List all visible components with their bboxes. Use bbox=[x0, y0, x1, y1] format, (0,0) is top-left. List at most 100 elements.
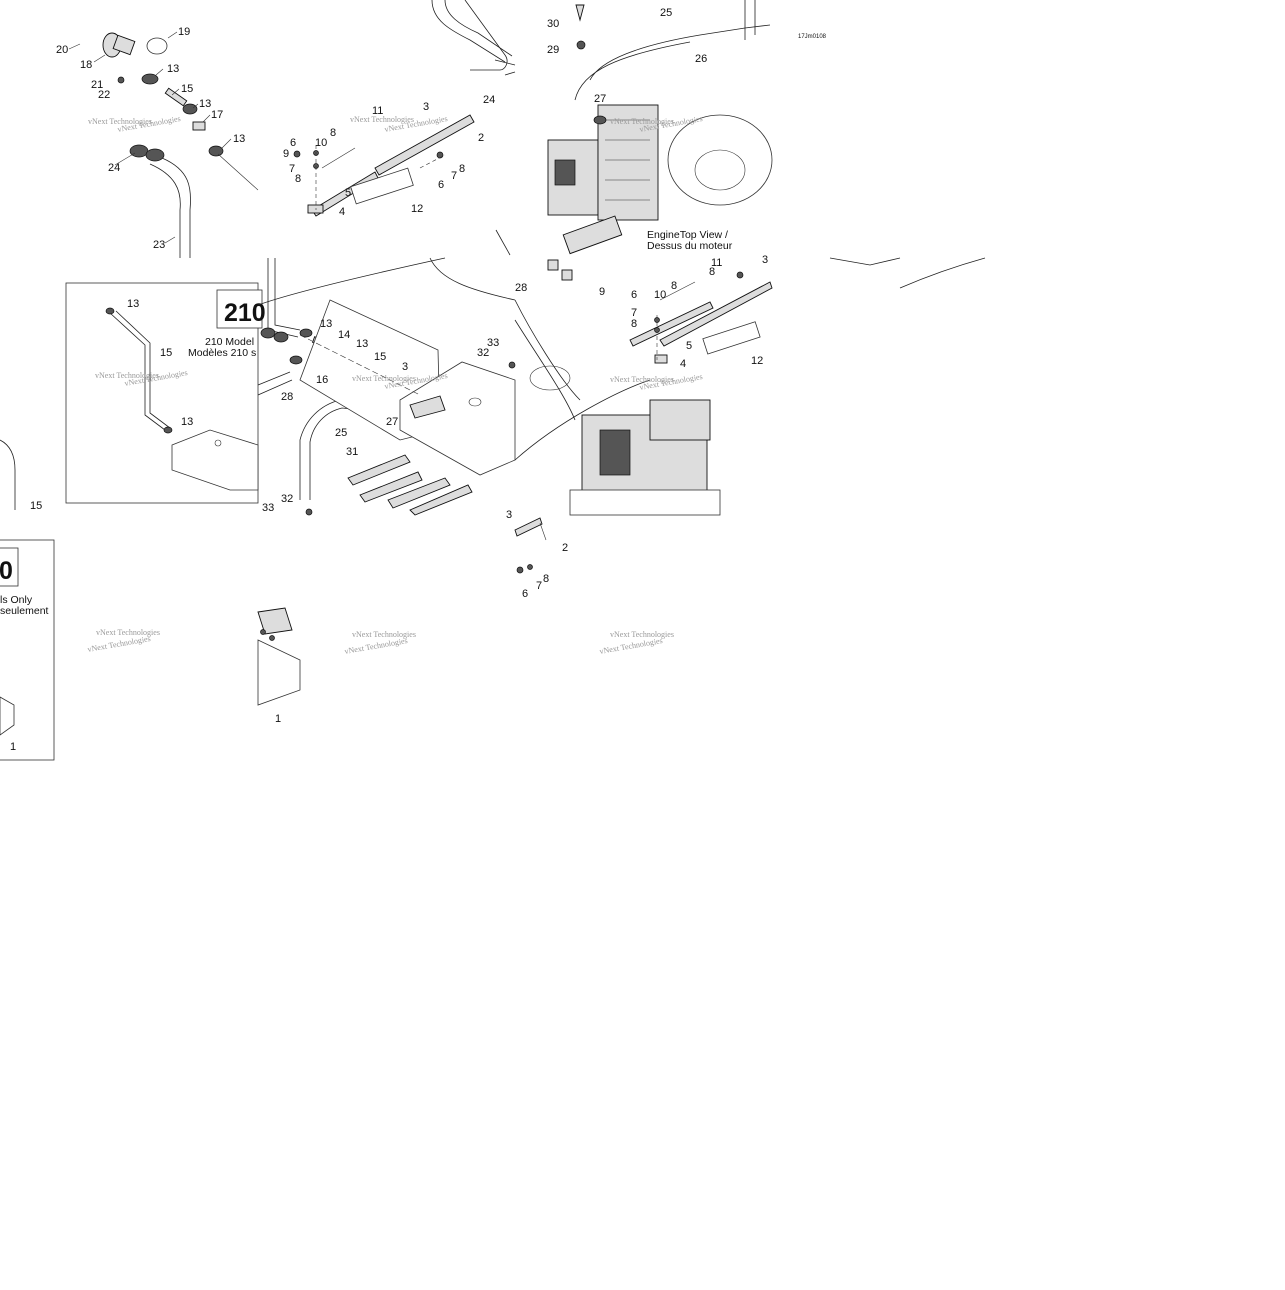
callout-7: 7 bbox=[536, 580, 542, 592]
nut bbox=[516, 566, 524, 574]
screw bbox=[260, 629, 266, 635]
callout-19: 19 bbox=[178, 26, 190, 38]
callout-16: 16 bbox=[316, 374, 328, 386]
tank-outline bbox=[495, 229, 511, 256]
bracket bbox=[539, 522, 547, 541]
callout-22: 22 bbox=[98, 89, 110, 101]
callout-13: 13 bbox=[167, 63, 179, 75]
callout-21: 21 bbox=[91, 79, 103, 91]
inset-caption-line-1: ls Only bbox=[0, 594, 33, 606]
watermark: vNext Technologies bbox=[610, 375, 674, 384]
hose bbox=[257, 371, 293, 396]
push-rivet bbox=[576, 40, 586, 50]
filler-neck bbox=[112, 34, 136, 56]
callout-13: 13 bbox=[233, 133, 245, 145]
clamp bbox=[299, 328, 313, 338]
engine-caption-line-2: Dessus du moteur bbox=[647, 240, 733, 252]
callout-13: 13 bbox=[199, 98, 211, 110]
bolt bbox=[659, 281, 696, 301]
callout-8: 8 bbox=[295, 173, 301, 185]
callout-7: 7 bbox=[631, 307, 637, 319]
watermark: vNext Technologies bbox=[610, 630, 674, 639]
engine-block bbox=[597, 104, 659, 221]
tank-outline bbox=[464, 0, 508, 71]
hose-segment bbox=[164, 87, 188, 107]
callout-2: 2 bbox=[478, 132, 484, 144]
callout-3: 3 bbox=[402, 361, 408, 373]
tile-tank-base: 1 vNext Technologies vNext Technologies bbox=[257, 607, 416, 725]
gasket-ring bbox=[146, 37, 168, 55]
callout-33: 33 bbox=[487, 337, 499, 349]
callout-24: 24 bbox=[108, 162, 120, 174]
hose-end bbox=[494, 59, 516, 76]
callout-6: 6 bbox=[438, 179, 444, 191]
tank-pads bbox=[257, 607, 293, 635]
callout-8: 8 bbox=[330, 127, 336, 139]
callout-8: 8 bbox=[709, 266, 715, 278]
model-badge-text: 0 bbox=[0, 557, 13, 585]
fuel-tank bbox=[257, 639, 301, 706]
callout-28: 28 bbox=[515, 282, 527, 294]
callout-9: 9 bbox=[283, 148, 289, 160]
callout-27: 27 bbox=[594, 93, 606, 105]
callout-2: 2 bbox=[562, 542, 568, 554]
engine-base bbox=[569, 489, 721, 516]
callout-17: 17 bbox=[211, 109, 223, 121]
callout-8: 8 bbox=[631, 318, 637, 330]
callout-1: 1 bbox=[275, 713, 281, 725]
tank-port bbox=[214, 439, 222, 447]
callout-8: 8 bbox=[543, 573, 549, 585]
rail bbox=[589, 24, 771, 81]
inset-caption-line-2: seulement bbox=[0, 605, 49, 617]
callout-18: 18 bbox=[80, 59, 92, 71]
callout-6: 6 bbox=[290, 137, 296, 149]
screw bbox=[305, 508, 313, 516]
washer bbox=[654, 317, 660, 323]
model-badge-text: 210 bbox=[224, 299, 266, 327]
hose-fragment bbox=[829, 257, 986, 289]
clamp bbox=[260, 327, 276, 339]
clamp bbox=[129, 144, 149, 158]
rail bbox=[574, 41, 691, 101]
vent-hose bbox=[109, 310, 171, 431]
strap-lower bbox=[629, 301, 714, 347]
watermark: vNext Technologies bbox=[96, 628, 160, 637]
callout-15: 15 bbox=[181, 83, 193, 95]
hose bbox=[744, 0, 756, 40]
callout-32: 32 bbox=[477, 347, 489, 359]
clamp bbox=[163, 426, 173, 434]
model-badge bbox=[0, 547, 19, 587]
callout-13: 13 bbox=[356, 338, 368, 350]
clamp bbox=[105, 307, 115, 315]
callout-24: 24 bbox=[483, 94, 495, 106]
inset-caption-line-2: Modèles 210 s bbox=[188, 347, 256, 359]
callout-30: 30 bbox=[547, 18, 559, 30]
callout-10: 10 bbox=[654, 289, 666, 301]
leader-lines bbox=[68, 31, 232, 244]
clamp bbox=[593, 115, 607, 125]
callout-29: 29 bbox=[547, 44, 559, 56]
model-badge bbox=[216, 289, 263, 329]
bracket-foot bbox=[307, 204, 324, 214]
callout-6: 6 bbox=[522, 588, 528, 600]
callout-15: 15 bbox=[374, 351, 386, 363]
hose-clip bbox=[575, 4, 585, 22]
fitting bbox=[192, 121, 206, 131]
callout-13: 13 bbox=[320, 318, 332, 330]
engine-cover-detail bbox=[694, 149, 746, 191]
callout-28: 28 bbox=[281, 391, 293, 403]
cylinder-head bbox=[649, 399, 711, 441]
center-lines bbox=[315, 145, 446, 210]
callout-1: 1 bbox=[10, 741, 16, 753]
callout-25: 25 bbox=[335, 427, 347, 439]
clip bbox=[561, 269, 573, 281]
nut bbox=[736, 271, 744, 279]
fuel-tank bbox=[171, 429, 259, 491]
clamp bbox=[182, 103, 198, 115]
callout-3: 3 bbox=[506, 509, 512, 521]
callout-26: 26 bbox=[695, 53, 707, 65]
vent-hose bbox=[267, 258, 301, 338]
callout-5: 5 bbox=[686, 340, 692, 352]
